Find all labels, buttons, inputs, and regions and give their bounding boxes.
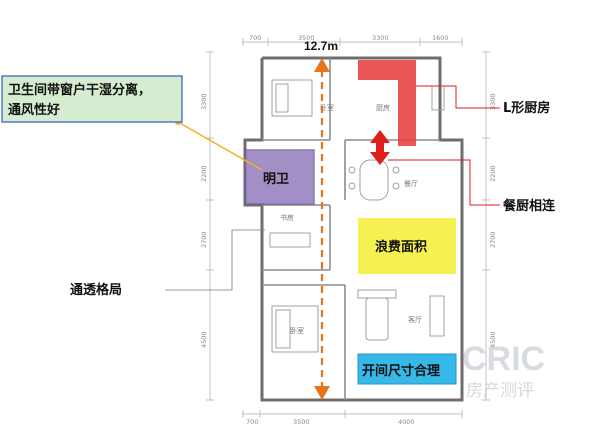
left-dim-4: 4500 xyxy=(200,331,208,348)
right-dim-2: 2200 xyxy=(489,165,497,182)
bathroom-note-line1: 卫生间带窗户干湿分离， xyxy=(8,82,151,98)
depth-arrow xyxy=(314,58,330,400)
walls xyxy=(243,56,464,402)
span-label: 12.7m xyxy=(304,39,338,53)
watermark-brand: CRIC xyxy=(462,340,545,378)
top-dimension xyxy=(242,38,463,46)
dining-kitchen-label: 餐厨相连 xyxy=(502,198,556,214)
inner-walls xyxy=(262,58,440,400)
bottom-dimension xyxy=(242,410,463,418)
l-kitchen-label: L形厨房 xyxy=(503,100,550,116)
room-bedroom-top: 卧室 xyxy=(320,103,334,112)
bright-bathroom-label: 明卫 xyxy=(263,172,289,187)
top-dim-3: 3300 xyxy=(372,34,389,42)
left-dim-2: 2200 xyxy=(200,165,208,182)
left-dim-3: 2700 xyxy=(200,231,208,248)
note-leader xyxy=(177,121,263,171)
waste-area-label: 浪费面积 xyxy=(375,239,427,255)
l-kitchen-highlight xyxy=(358,60,416,146)
top-dim-1: 700 xyxy=(249,34,261,42)
transparent-layout-label: 通透格局 xyxy=(70,282,122,298)
room-kitchen: 厨房 xyxy=(376,103,390,112)
bottom-dim-1: 700 xyxy=(246,418,258,426)
dining-kitchen-arrow xyxy=(370,130,390,165)
bathroom-note-box xyxy=(1,75,183,123)
leader-lines xyxy=(388,85,500,206)
top-dim-2: 3500 xyxy=(298,34,315,42)
furniture xyxy=(269,79,445,353)
bottom-dim-3: 4000 xyxy=(398,418,415,426)
right-dim-4: 4500 xyxy=(489,331,497,348)
bay-size-label: 开间尺寸合理 xyxy=(362,363,440,379)
waste-area-box xyxy=(358,218,456,274)
left-dim-1: 3300 xyxy=(200,93,208,110)
bay-size-box xyxy=(357,353,457,385)
room-dining: 餐厅 xyxy=(404,179,418,188)
bathroom-note-line2: 通风性好 xyxy=(8,102,60,118)
bright-bathroom-box xyxy=(244,149,315,205)
bottom-dim-2: 3500 xyxy=(293,418,310,426)
right-dimension xyxy=(482,51,490,401)
room-bedroom-bottom: 卧室 xyxy=(290,326,304,335)
watermark-sub: 房产测评 xyxy=(466,381,534,401)
right-dim-3: 2700 xyxy=(489,231,497,248)
room-study: 书房 xyxy=(280,213,294,222)
room-living: 客厅 xyxy=(408,315,422,324)
right-dim-1: 3300 xyxy=(489,93,497,110)
leader-lines-gray xyxy=(165,229,265,291)
top-dim-4: 1600 xyxy=(432,34,449,42)
